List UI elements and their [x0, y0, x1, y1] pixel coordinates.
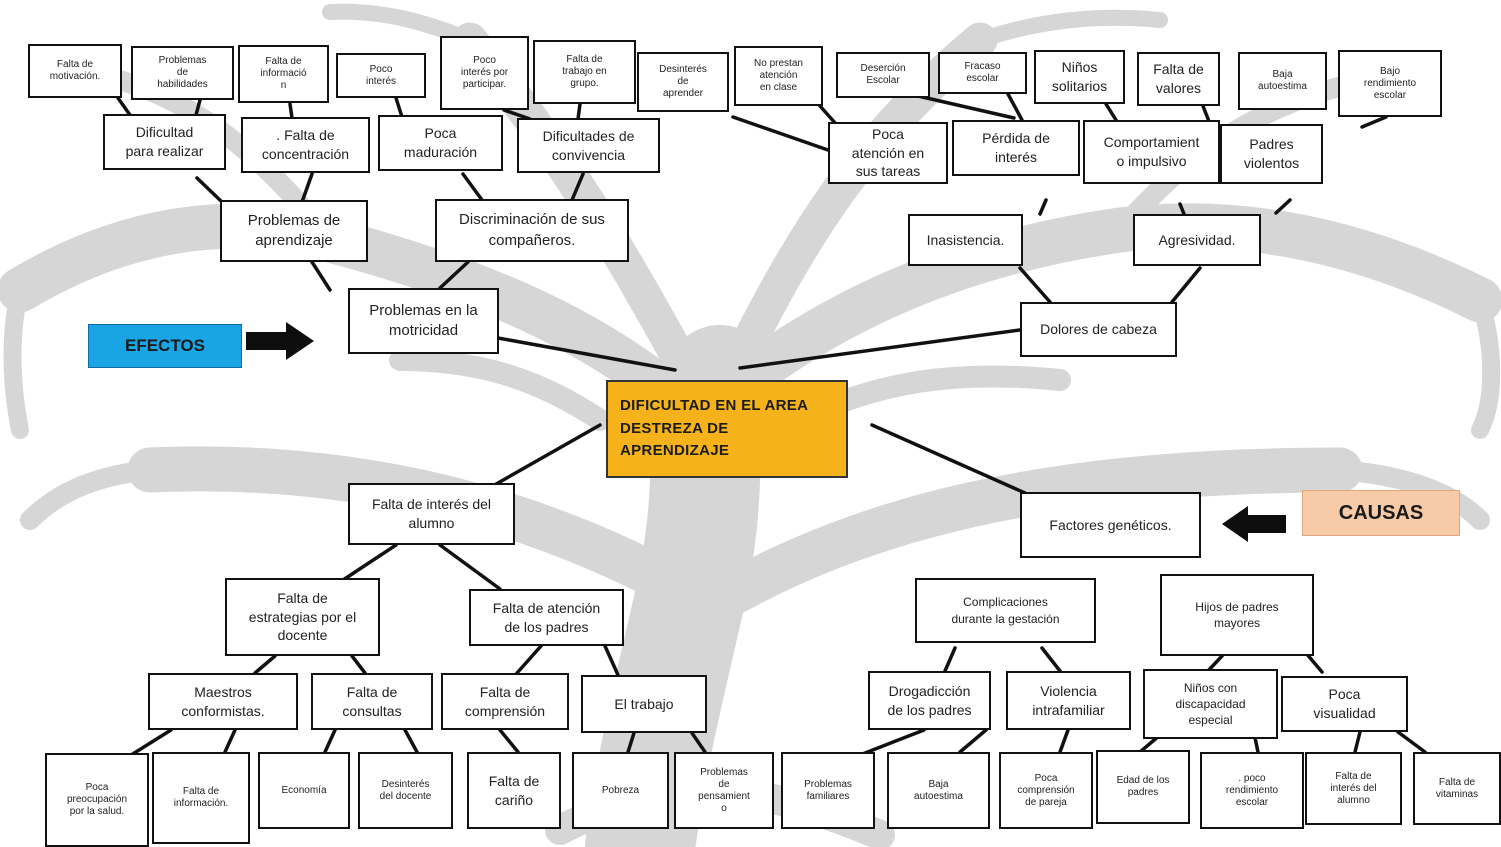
effect-discriminacion: Discriminación de sus compañeros.	[435, 199, 629, 262]
cause-violencia-intrafamiliar: Violencia intrafamiliar	[1006, 671, 1131, 730]
cause-falta-informacion-bottom: Falta de información.	[152, 752, 250, 844]
cause-falta-atencion-padres: Falta de atención de los padres	[469, 589, 624, 646]
cause-falta-estrategias: Falta de estrategias por el docente	[225, 578, 380, 656]
effect-padres-violentos: Padres violentos	[1220, 124, 1323, 184]
cause-poca-preocupacion: Poca preocupación por la salud.	[45, 753, 149, 847]
cause-el-trabajo: El trabajo	[581, 675, 707, 733]
efectos-label: EFECTOS	[88, 324, 242, 368]
cause-baja-autoestima-bottom: Baja autoestima	[887, 752, 990, 829]
cause-poco-rendimiento: . poco rendimiento escolar	[1200, 752, 1304, 829]
effect-dolores-cabeza: Dolores de cabeza	[1020, 302, 1177, 357]
cause-edad-padres: Edad de los padres	[1096, 750, 1190, 824]
cause-falta-interes-alumno: Falta de interés del alumno	[348, 483, 515, 545]
cause-falta-consultas: Falta de consultas	[311, 673, 433, 730]
effect-inasistencia: Inasistencia.	[908, 214, 1023, 266]
cause-falta-interes-alumno-small: Falta de interés del alumno	[1305, 752, 1402, 825]
arrow-right-icon	[246, 322, 314, 360]
cause-hijos-padres-mayores: Hijos de padres mayores	[1160, 574, 1314, 656]
effect-falta-trabajo-grupo: Falta de trabajo en grupo.	[533, 40, 636, 104]
cause-poca-visualidad: Poca visualidad	[1281, 676, 1408, 732]
cause-falta-carino: Falta de cariño	[467, 752, 561, 829]
effect-no-prestan-atencion: No prestan atención en clase	[734, 46, 823, 106]
effect-problemas-aprendizaje: Problemas de aprendizaje	[220, 200, 368, 262]
causas-label: CAUSAS	[1302, 490, 1460, 536]
effect-falta-concentracion: . Falta de concentración	[241, 117, 370, 173]
effect-fracaso-escolar: Fracaso escolar	[938, 52, 1027, 94]
cause-desinteres-docente: Desinterés del docente	[358, 752, 453, 829]
cause-poca-comprension-pareja: Poca comprensión de pareja	[999, 752, 1093, 829]
cause-factores-geneticos: Factores genéticos.	[1020, 492, 1201, 558]
cause-complicaciones-gestacion: Complicaciones durante la gestación	[915, 578, 1096, 643]
effect-ninos-solitarios: Niños solitarios	[1034, 50, 1125, 104]
central-problem-box: DIFICULTAD EN EL AREA DESTREZA DE APREND…	[606, 380, 848, 478]
effect-falta-motivacion: Falta de motivación.	[28, 44, 122, 98]
effect-poca-atencion-tareas: Poca atención en sus tareas	[828, 122, 948, 184]
effect-problemas-habilidades: Problemas de habilidades	[131, 46, 234, 100]
effect-falta-informacion-top: Falta de informació n	[238, 45, 329, 103]
cause-ninos-discapacidad: Niños con discapacidad especial	[1143, 669, 1278, 739]
cause-economia: Economía	[258, 752, 350, 829]
effect-desercion-escolar: Deserción Escolar	[836, 52, 930, 98]
effect-problemas-motricidad: Problemas en la motricidad	[348, 288, 499, 354]
cause-falta-comprension: Falta de comprensión	[441, 673, 569, 730]
cause-problemas-pensamiento: Problemas de pensamient o	[674, 752, 774, 829]
effect-falta-valores: Falta de valores	[1137, 52, 1220, 106]
arrow-left-icon	[1222, 506, 1286, 542]
effect-bajo-rendimiento: Bajo rendimiento escolar	[1338, 50, 1442, 117]
cause-pobreza: Pobreza	[572, 752, 669, 829]
cause-maestros-conformistas: Maestros conformistas.	[148, 673, 298, 730]
effect-perdida-interes: Pérdida de interés	[952, 120, 1080, 176]
effect-poco-interes: Poco interés	[336, 53, 426, 98]
effect-baja-autoestima-top: Baja autoestima	[1238, 52, 1327, 110]
effect-agresividad: Agresividad.	[1133, 214, 1261, 266]
effect-dificultades-convivencia: Dificultades de convivencia	[517, 118, 660, 173]
cause-problemas-familiares: Problemas familiares	[781, 752, 875, 829]
effect-dificultad-realizar: Dificultad para realizar	[103, 114, 226, 170]
effect-poca-maduracion: Poca maduración	[378, 115, 503, 171]
cause-drogadiccion: Drogadicción de los padres	[868, 671, 991, 730]
effect-comportamiento-impulsivo: Comportamient o impulsivo	[1083, 120, 1220, 184]
effect-desinteres-aprender: Desinterés de aprender	[637, 52, 729, 112]
cause-falta-vitaminas: Falta de vitaminas	[1413, 752, 1501, 825]
effect-poco-interes-participar: Poco interés por participar.	[440, 36, 529, 110]
